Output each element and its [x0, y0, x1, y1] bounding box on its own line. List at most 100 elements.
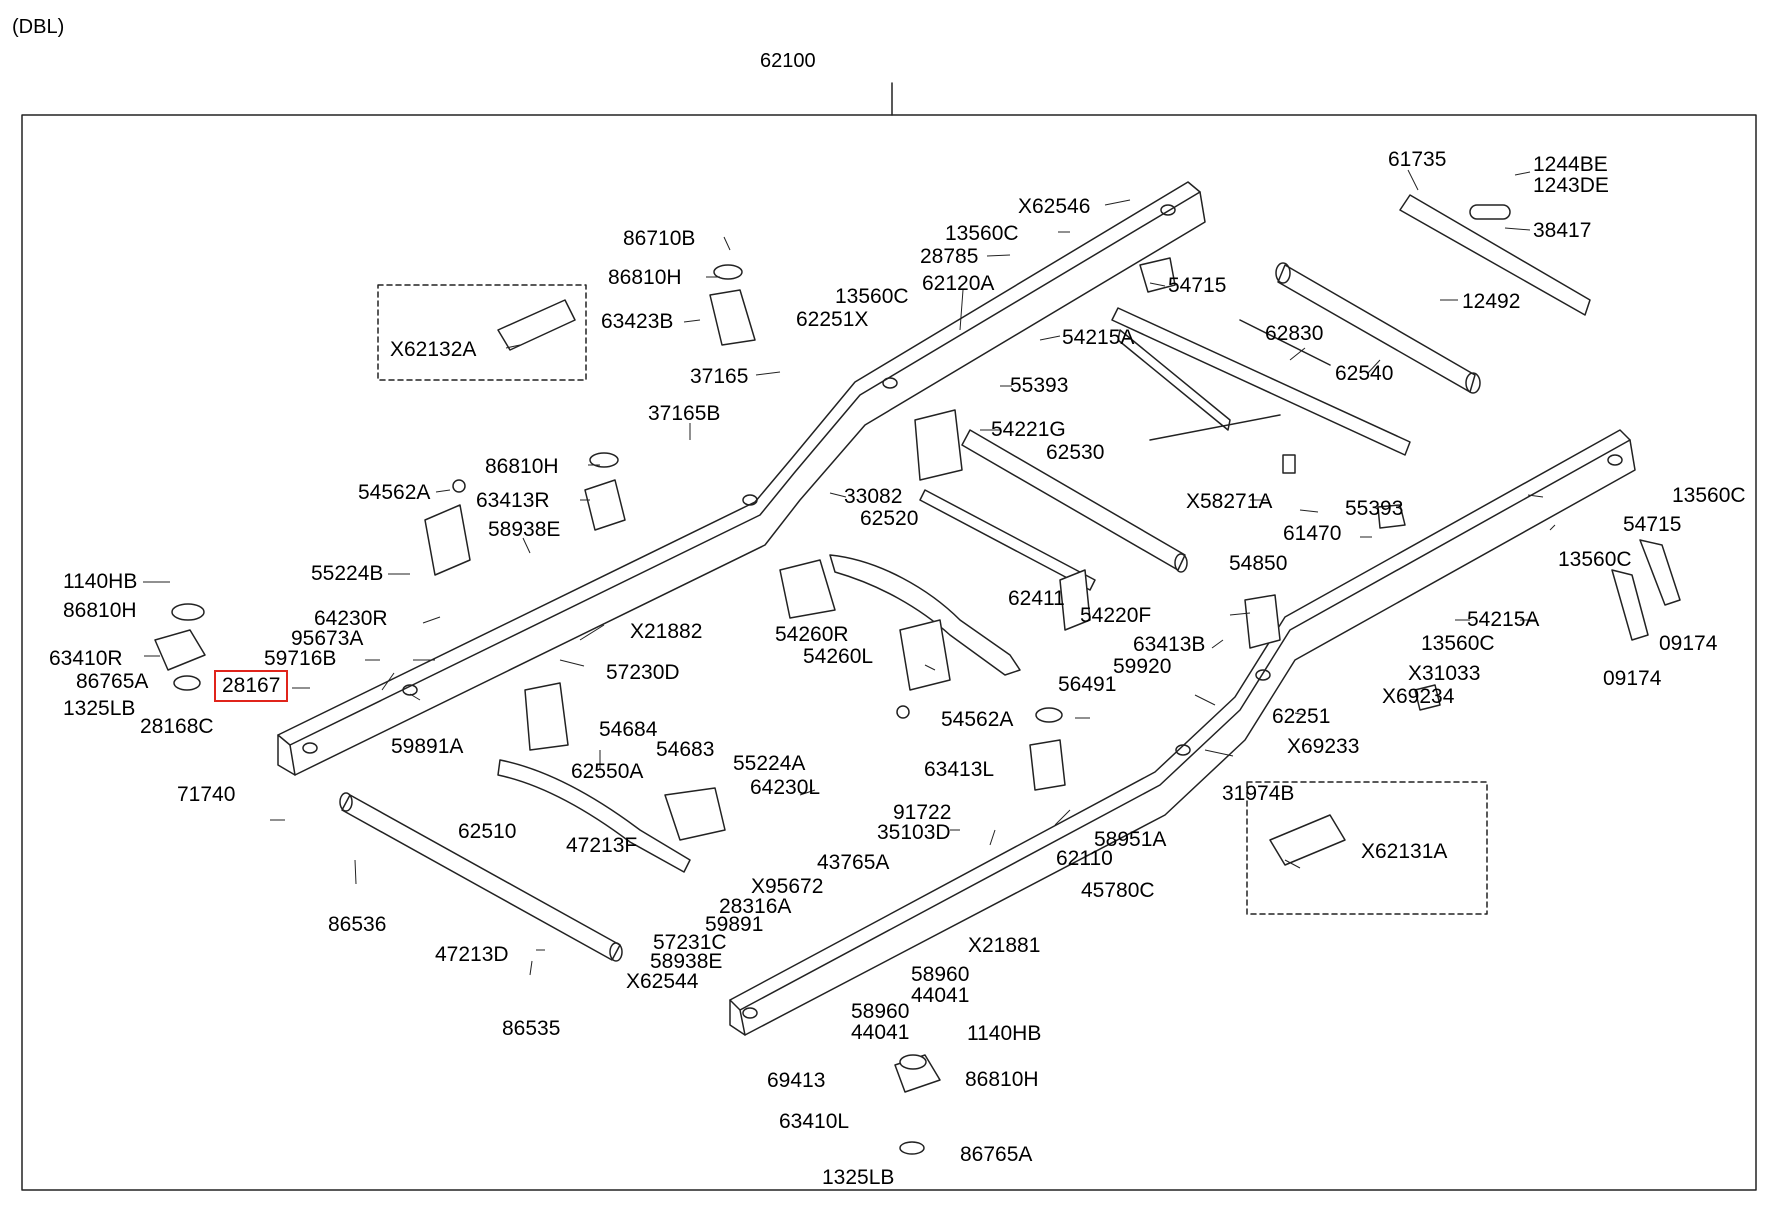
- part-label-61470: 61470: [1283, 522, 1342, 545]
- detail-box-x62132a: [377, 284, 587, 381]
- part-label-57230d: 57230D: [606, 661, 680, 684]
- left-frame-rail: [277, 181, 1206, 776]
- part-label-1140hb: 1140HB: [63, 570, 138, 593]
- leader-lines: [143, 169, 1556, 976]
- part-label-13560c: 13560C: [1672, 484, 1746, 507]
- part-label-58951a: 58951A: [1094, 828, 1167, 851]
- part-label-47213d: 47213D: [435, 943, 509, 966]
- part-label-35103d: 35103D: [877, 821, 951, 844]
- part-label-44041: 44041: [911, 984, 970, 1007]
- right-frame-rail: [729, 429, 1636, 1036]
- part-label-54715: 54715: [1623, 513, 1682, 536]
- part-label-86810h: 86810H: [608, 266, 682, 289]
- part-label-57231c: 57231C: [653, 931, 727, 954]
- part-label-63410l: 63410L: [779, 1110, 850, 1133]
- part-label-x58271a: X58271A: [1186, 490, 1273, 513]
- part-label-31974b: 31974B: [1222, 782, 1295, 805]
- part-label-x69234: X69234: [1382, 685, 1455, 708]
- part-label-63413r: 63413R: [476, 489, 550, 512]
- part-label-63410r: 63410R: [49, 647, 123, 670]
- part-label-x62132a: X62132A: [390, 338, 477, 361]
- part-label-58960: 58960: [851, 1000, 910, 1023]
- part-label-95673a: 95673A: [291, 627, 364, 650]
- part-label-1244be: 1244BE: [1533, 153, 1608, 176]
- part-label-54220f: 54220F: [1080, 604, 1152, 627]
- part-label-44041: 44041: [851, 1021, 910, 1044]
- cross-member-62520: [829, 554, 1021, 676]
- part-label-54683: 54683: [656, 738, 715, 761]
- part-label-28167: 28167: [213, 670, 289, 702]
- part-label-86810h: 86810H: [485, 455, 559, 478]
- part-label-62251: 62251: [1272, 705, 1331, 728]
- part-label-47213f: 47213F: [566, 834, 638, 857]
- part-label-86810h: 86810H: [965, 1068, 1039, 1091]
- part-label-x21882: X21882: [630, 620, 703, 643]
- part-label-58938e: 58938E: [488, 518, 561, 541]
- part-label-33082: 33082: [844, 485, 903, 508]
- part-label-56491: 56491: [1058, 673, 1117, 696]
- cross-member-62510: [339, 792, 623, 962]
- cross-member-62550a: [497, 759, 691, 873]
- assembly-number: 62100: [760, 50, 816, 72]
- part-label-54215a: 54215A: [1062, 326, 1135, 349]
- part-label-64230r: 64230R: [314, 607, 388, 630]
- part-label-55393: 55393: [1010, 374, 1069, 397]
- part-label-62510: 62510: [458, 820, 517, 843]
- part-label-69413: 69413: [767, 1069, 826, 1092]
- part-label-63413b: 63413B: [1133, 633, 1206, 656]
- part-label-63423b: 63423B: [601, 310, 674, 333]
- part-label-43765a: 43765A: [817, 851, 890, 874]
- part-label-x62131a: X62131A: [1361, 840, 1448, 863]
- part-label-x95672: X95672: [751, 875, 824, 898]
- part-label-13560c: 13560C: [835, 285, 909, 308]
- part-label-37165b: 37165B: [648, 402, 721, 425]
- part-label-55393: 55393: [1345, 497, 1404, 520]
- part-label-x69233: X69233: [1287, 735, 1360, 758]
- part-label-13560c: 13560C: [1558, 548, 1632, 571]
- variant-label: (DBL): [12, 16, 65, 38]
- part-label-54221g: 54221G: [991, 418, 1066, 441]
- part-label-62520: 62520: [860, 507, 919, 530]
- part-label-62540: 62540: [1335, 362, 1394, 385]
- cross-member-62411: [919, 489, 1096, 591]
- detail-box-x62131a: [1246, 781, 1488, 915]
- part-label-37165: 37165: [690, 365, 749, 388]
- part-label-86765a: 86765A: [960, 1143, 1033, 1166]
- part-label-x31033: X31033: [1408, 662, 1481, 685]
- part-label-x62544: X62544: [626, 970, 699, 993]
- part-label-54850: 54850: [1229, 552, 1288, 575]
- part-label-55224b: 55224B: [311, 562, 384, 585]
- small-parts: [154, 204, 1681, 1155]
- part-label-54260r: 54260R: [775, 623, 849, 646]
- part-label-45780c: 45780C: [1081, 879, 1155, 902]
- part-label-61735: 61735: [1388, 148, 1447, 171]
- part-label-58960: 58960: [911, 963, 970, 986]
- part-label-09174: 09174: [1659, 632, 1718, 655]
- part-label-54215a: 54215A: [1467, 608, 1540, 631]
- part-label-86710b: 86710B: [623, 227, 696, 250]
- cross-member-62530: [961, 429, 1188, 573]
- part-label-62120a: 62120A: [922, 272, 995, 295]
- part-label-12492: 12492: [1462, 290, 1521, 313]
- part-label-28168c: 28168C: [140, 715, 214, 738]
- part-label-28316a: 28316A: [719, 895, 792, 918]
- part-label-09174: 09174: [1603, 667, 1662, 690]
- part-label-13560c: 13560C: [1421, 632, 1495, 655]
- part-label-54715: 54715: [1168, 274, 1227, 297]
- part-label-59920: 59920: [1113, 655, 1172, 678]
- part-label-71740: 71740: [177, 783, 236, 806]
- part-label-13560c: 13560C: [945, 222, 1019, 245]
- part-label-55224a: 55224A: [733, 752, 806, 775]
- part-label-54684: 54684: [599, 718, 658, 741]
- part-label-62830: 62830: [1265, 322, 1324, 345]
- part-label-86765a: 86765A: [76, 670, 149, 693]
- part-label-86535: 86535: [502, 1017, 561, 1040]
- part-label-x62546: X62546: [1018, 195, 1091, 218]
- part-label-54260l: 54260L: [803, 645, 874, 668]
- part-label-62550a: 62550A: [571, 760, 644, 783]
- part-label-59891: 59891: [705, 913, 764, 936]
- part-label-54562a: 54562A: [358, 481, 431, 504]
- part-label-1325lb: 1325LB: [822, 1166, 895, 1189]
- part-label-62530: 62530: [1046, 441, 1105, 464]
